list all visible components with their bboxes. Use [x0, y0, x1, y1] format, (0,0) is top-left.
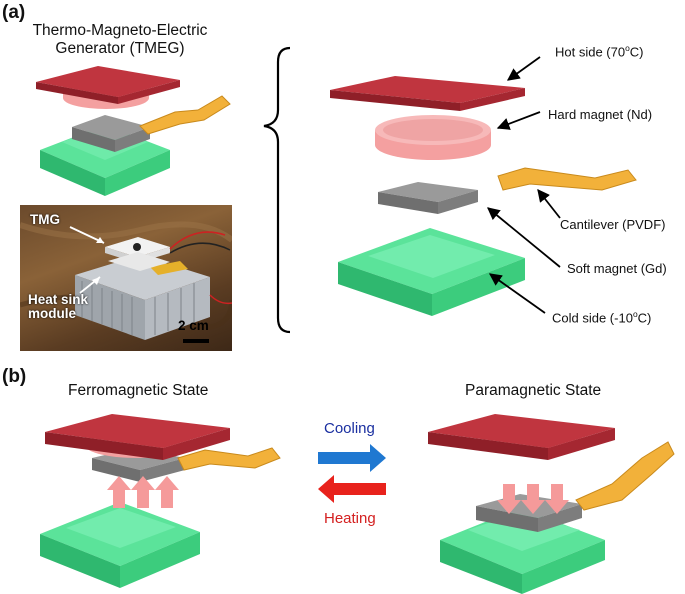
panel-a-title-line2: Generator (TMEG): [55, 39, 185, 57]
label-cantilever: Cantilever (PVDF): [560, 217, 666, 232]
panel-a-title-line1: Thermo-Magneto-Electric: [32, 22, 208, 39]
hot-side-text: Hot side (70: [555, 44, 626, 60]
label-hot-side: Hot side (70oC): [555, 43, 644, 60]
ferro-attraction-arrows: [107, 476, 179, 508]
cold-side-degree: o: [632, 309, 638, 319]
paramagnetic-device: [428, 414, 675, 594]
panel-a-label: (a): [2, 2, 26, 23]
heating-arrow: [318, 475, 386, 503]
cold-side-text: Cold side (-10: [552, 310, 633, 326]
exploded-hard-magnet: [375, 115, 491, 160]
hot-side-unit: C): [629, 44, 644, 60]
ferromagnetic-state-title: Ferromagnetic State: [68, 382, 209, 399]
heat-sink-line1: Heat sink: [28, 292, 89, 307]
hot-side-degree: o: [625, 43, 630, 53]
exploded-cold-plate: [338, 228, 525, 316]
small-soft-magnet: [72, 115, 150, 152]
paramagnetic-state-title: Paramagnetic State: [465, 382, 602, 399]
label-cold-side: Cold side (-10oC): [552, 309, 652, 326]
para-cold-plate: [440, 508, 605, 594]
heat-sink-line2: module: [28, 306, 77, 322]
ferro-cantilever: [177, 447, 281, 471]
transition-arrows: [318, 444, 386, 503]
photo-scale-label: 2 cm: [178, 318, 209, 333]
label-hard-magnet: Hard magnet (Nd): [548, 107, 653, 122]
photo-label-tmg: TMG: [30, 212, 60, 227]
para-hot-plate: [428, 414, 615, 460]
photo-label-heat-sink: Heat sink module: [28, 292, 89, 322]
label-soft-magnet: Soft magnet (Gd): [567, 261, 667, 276]
small-cantilever: [139, 95, 231, 135]
photo-scene: [20, 221, 232, 343]
small-device: [36, 66, 231, 196]
panel-a-title: Thermo-Magneto-Electric Generator (TMEG): [0, 22, 240, 58]
ferro-cold-plate: [40, 502, 200, 588]
para-cantilever: [575, 441, 675, 511]
cooling-arrow: [318, 444, 386, 472]
panel-b-label: (b): [2, 366, 27, 387]
exploded-hot-plate: [330, 76, 525, 111]
ferromagnetic-device: [40, 414, 281, 588]
heating-label: Heating: [324, 510, 376, 527]
exploded-view: [330, 76, 637, 316]
curly-brace: [263, 46, 291, 334]
device-photo: TMG Heat sink module 2 cm: [20, 205, 232, 351]
para-repulsion-arrows: [497, 484, 569, 514]
exploded-cantilever: [497, 167, 637, 191]
cold-side-unit: C): [637, 310, 652, 326]
small-hot-plate: [36, 66, 180, 104]
exploded-soft-magnet: [378, 182, 478, 214]
ferro-hot-plate: [45, 414, 230, 460]
cooling-label: Cooling: [324, 420, 375, 437]
label-arrows: [487, 56, 561, 314]
